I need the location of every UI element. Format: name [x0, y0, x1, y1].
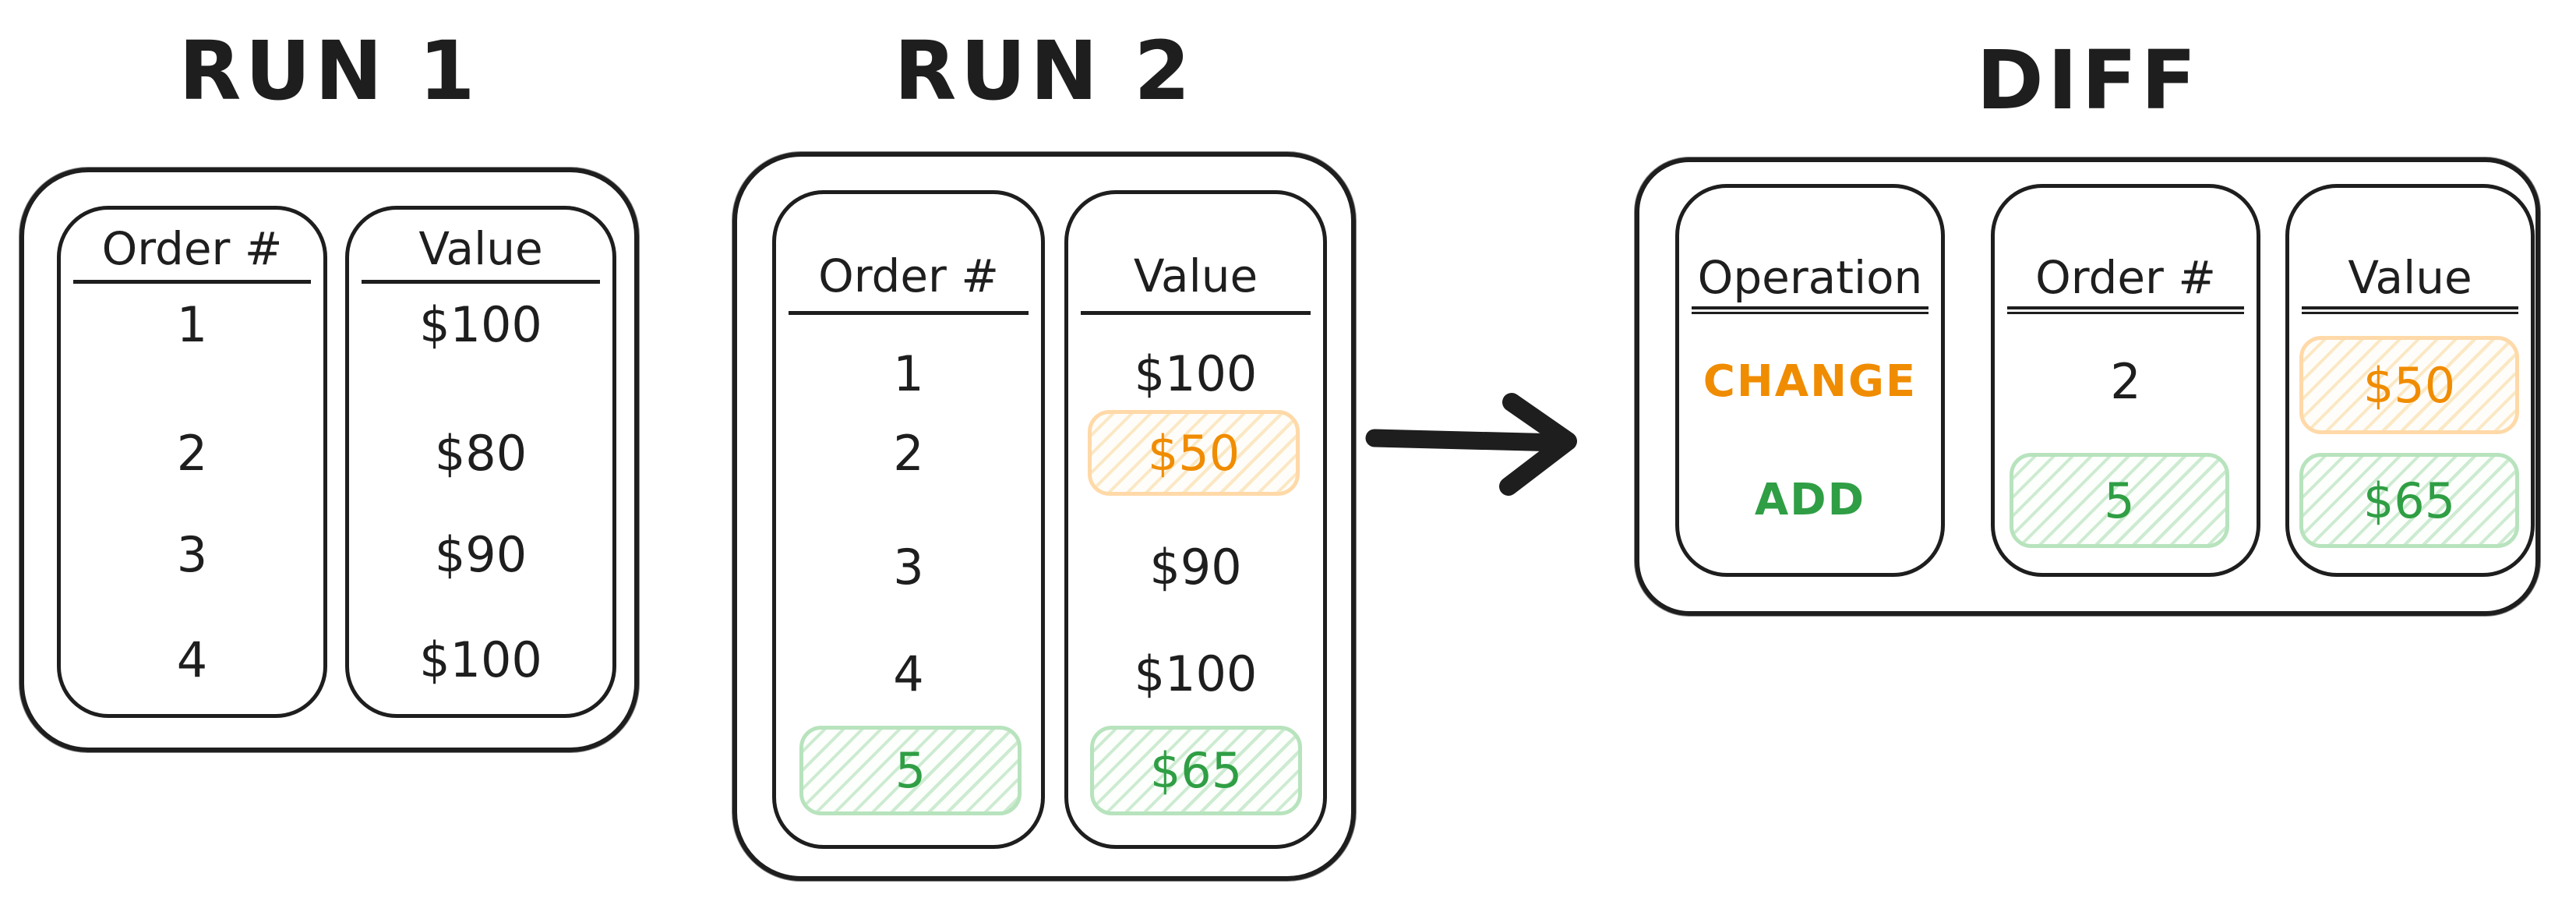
- run1-title: RUN 1: [178, 23, 479, 118]
- highlight-cell-added-order: 5: [799, 726, 1022, 815]
- diff-title: DIFF: [1976, 33, 2200, 128]
- table-cell: 3: [176, 525, 208, 583]
- table-cell: 3: [893, 538, 924, 596]
- table-cell: $100: [1134, 645, 1258, 702]
- column-header: Order #: [101, 222, 283, 275]
- table-cell: $100: [419, 295, 542, 353]
- table-cell: $65: [2363, 472, 2456, 529]
- run2-column-value: Value $100 $50 $90 $100 $65: [1064, 190, 1327, 849]
- highlight-cell-added-value: $65: [1090, 726, 1302, 815]
- operation-change-label: CHANGE: [1703, 355, 1918, 407]
- table-cell: 4: [893, 645, 924, 702]
- column-header: Value: [2348, 251, 2472, 304]
- diff-column-value: Value $50 $65: [2285, 184, 2535, 577]
- column-header: Order #: [2035, 251, 2216, 304]
- run2-table: Order # 1 2 3 4 5 Value $100 $50 $90 $10…: [732, 152, 1356, 881]
- column-header: Order #: [818, 249, 999, 302]
- table-cell: $50: [1147, 424, 1240, 482]
- run1-column-value: Value $100 $80 $90 $100: [345, 206, 616, 718]
- table-cell: 5: [895, 742, 926, 799]
- diff-table: Operation CHANGE ADD Order # 2 5 Value $…: [1635, 157, 2540, 616]
- run1-table: Order # 1 2 3 4 Value $100 $80 $90 $100: [19, 168, 639, 752]
- table-cell: $100: [1134, 345, 1258, 402]
- diff-column-order: Order # 2 5: [1991, 184, 2260, 577]
- column-header: Value: [418, 222, 543, 275]
- table-cell: 1: [893, 345, 924, 402]
- operation-add-label: ADD: [1754, 474, 1866, 525]
- highlight-cell-added-order: 5: [2010, 453, 2229, 548]
- table-cell: $50: [2363, 356, 2456, 414]
- header-divider: [2007, 306, 2244, 314]
- run2-title: RUN 2: [894, 23, 1194, 118]
- table-cell: 2: [893, 424, 924, 482]
- table-cell: $90: [1149, 538, 1242, 596]
- highlight-cell-added-value: $65: [2299, 453, 2519, 548]
- run1-column-order: Order # 1 2 3 4: [57, 206, 327, 718]
- header-divider: [73, 280, 311, 284]
- arrow-icon: [1364, 390, 1621, 503]
- table-cell: 2: [176, 424, 208, 482]
- header-divider: [1081, 311, 1311, 315]
- header-divider: [789, 311, 1029, 315]
- table-cell: $100: [419, 631, 542, 688]
- diff-column-operation: Operation CHANGE ADD: [1675, 184, 1945, 577]
- column-header: Operation: [1697, 251, 1923, 304]
- run2-column-order: Order # 1 2 3 4 5: [772, 190, 1045, 849]
- table-cell: 1: [176, 295, 208, 353]
- table-cell: 2: [2110, 352, 2141, 410]
- header-divider: [2302, 306, 2518, 314]
- table-cell: 4: [176, 631, 208, 688]
- column-header: Value: [1133, 249, 1258, 302]
- highlight-cell-changed-value: $50: [2299, 336, 2519, 434]
- table-cell: $65: [1149, 742, 1243, 799]
- highlight-cell-changed-value: $50: [1088, 410, 1300, 496]
- header-divider: [362, 280, 600, 284]
- header-divider: [1692, 306, 1928, 314]
- table-cell: $80: [434, 424, 528, 482]
- table-cell: $90: [434, 525, 528, 583]
- table-cell: 5: [2104, 472, 2135, 529]
